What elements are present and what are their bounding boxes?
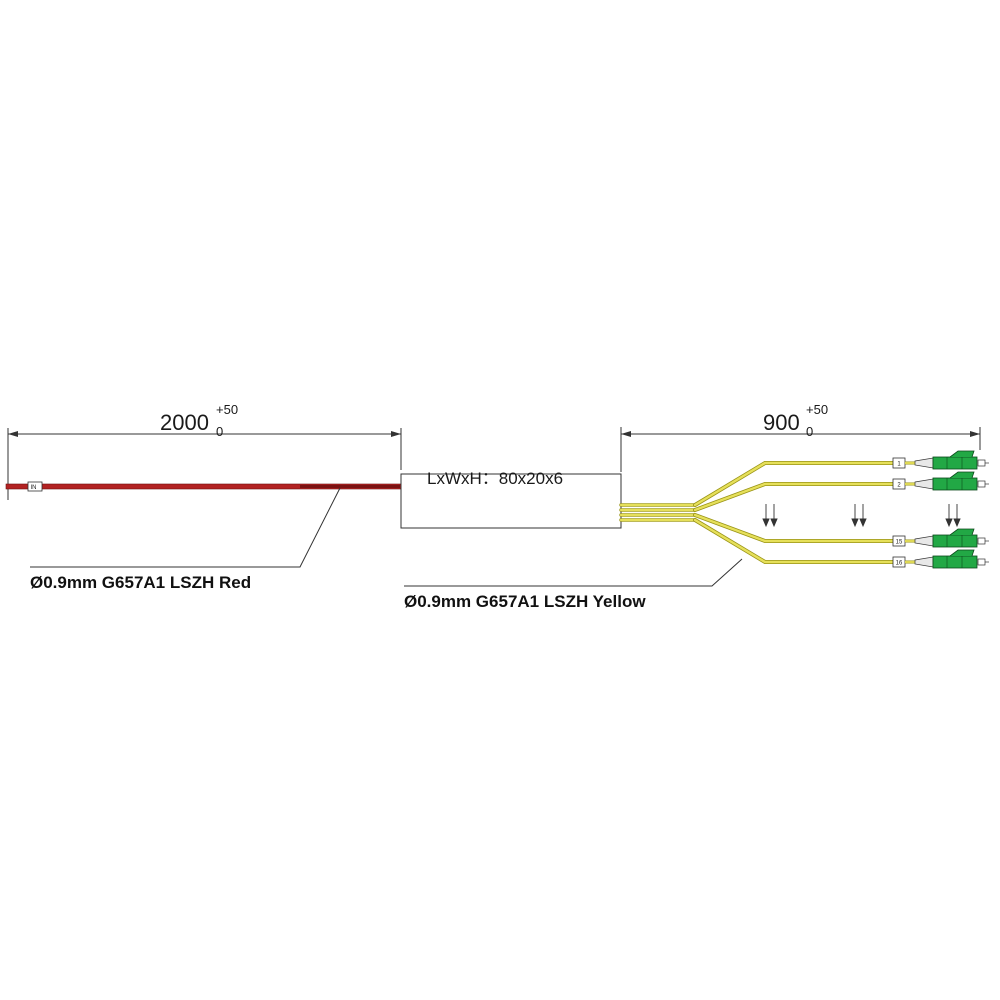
output-dimension bbox=[620, 427, 981, 472]
input-fiber-label: Ø0.9mm G657A1 LSZH Red bbox=[30, 573, 251, 592]
output-length-value: 900 bbox=[763, 410, 800, 435]
port-tag-label: 2 bbox=[897, 483, 901, 489]
output-port: 2 bbox=[892, 471, 989, 491]
continuation-arrows bbox=[762, 504, 961, 528]
connector-boot bbox=[914, 478, 934, 490]
port-tag-label: 16 bbox=[896, 561, 903, 567]
port-tag-label: 1 bbox=[897, 462, 901, 468]
input-tag-label: IN bbox=[31, 485, 37, 491]
output-port: 15 bbox=[892, 528, 989, 548]
output-port: 1 bbox=[892, 450, 989, 470]
ferrule-cap bbox=[977, 537, 986, 545]
output-fibers bbox=[693, 461, 895, 564]
input-fiber-leader bbox=[30, 487, 341, 568]
lc-connector-body bbox=[932, 534, 978, 548]
output-fiber-label: Ø0.9mm G657A1 LSZH Yellow bbox=[404, 592, 646, 611]
lc-connector-latch bbox=[949, 528, 975, 536]
lc-connector-latch bbox=[949, 471, 975, 479]
splitter-dimension-label: LxWxH：80x20x6 bbox=[427, 469, 563, 488]
ferrule-cap bbox=[977, 480, 986, 488]
port-tag-label: 15 bbox=[896, 540, 903, 546]
input-tolerance-lower: 0 bbox=[216, 424, 223, 439]
lc-connector-body bbox=[932, 477, 978, 491]
input-tolerance-upper: +50 bbox=[216, 402, 238, 417]
output-port: 16 bbox=[892, 549, 989, 569]
ferrule-cap bbox=[977, 459, 986, 467]
lc-connector-latch bbox=[949, 450, 975, 458]
connector-boot bbox=[914, 556, 934, 568]
ferrule-cap bbox=[977, 558, 986, 566]
lc-connector-body bbox=[932, 456, 978, 470]
connector-boot bbox=[914, 457, 934, 469]
output-fiber-leader bbox=[404, 558, 743, 587]
output-tolerance-upper: +50 bbox=[806, 402, 828, 417]
output-tolerance-lower: 0 bbox=[806, 424, 813, 439]
input-fiber bbox=[5, 483, 403, 490]
lc-connector-body bbox=[932, 555, 978, 569]
lc-connector-latch bbox=[949, 549, 975, 557]
input-tag: IN bbox=[27, 481, 43, 492]
connector-boot bbox=[914, 535, 934, 547]
splitter-box bbox=[400, 473, 622, 529]
output-ports: 1 2 15 16 bbox=[892, 450, 989, 569]
input-length-value: 2000 bbox=[160, 410, 209, 435]
output-fiber-bundle bbox=[619, 503, 697, 522]
